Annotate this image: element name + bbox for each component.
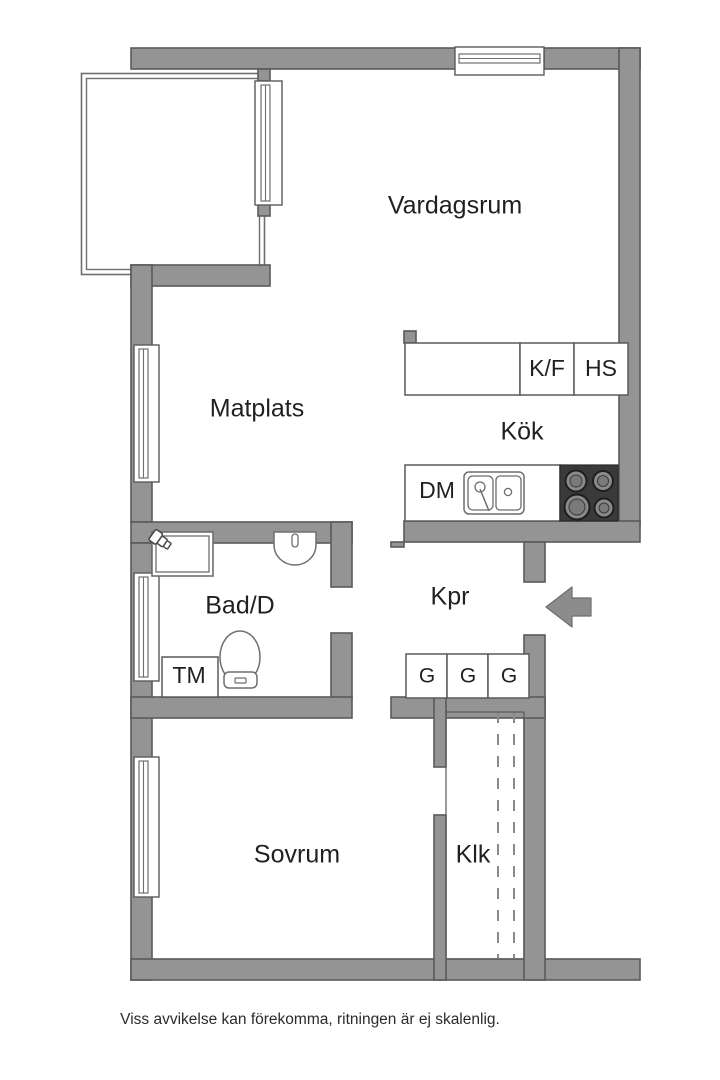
appliance-label-dm: DM (419, 477, 455, 503)
window-icon (454, 46, 545, 76)
shower-icon (148, 528, 214, 577)
wall-structure (130, 47, 641, 981)
appliance-label-tm: TM (172, 662, 205, 688)
room-label-klk: Klk (456, 841, 491, 869)
room-label-kpr: Kpr (431, 583, 470, 611)
arrow-left-icon (545, 586, 592, 628)
appliance-label-kf: K/F (529, 355, 565, 381)
appliance-label-wardrobe-3: G (501, 665, 517, 688)
window-icon (254, 80, 283, 206)
kitchen-upper-cabinets (404, 342, 629, 396)
toilet-icon (219, 630, 261, 689)
dishwasher-unit (573, 342, 629, 396)
balcony-icon (80, 72, 266, 276)
room-label-kok: Kök (500, 418, 544, 446)
kitchen-sink-icon (463, 471, 525, 515)
appliance-label-wardrobe-1: G (419, 665, 435, 688)
room-label-vardagsrum: Vardagsrum (388, 192, 522, 220)
room-label-sovrum: Sovrum (254, 841, 340, 869)
washbasin-icon (273, 531, 317, 566)
kitchen-lower-counter (404, 464, 619, 522)
window-icon (133, 344, 160, 483)
wardrobe-row (405, 653, 530, 699)
room-label-matplats: Matplats (210, 395, 304, 423)
room-label-bad-d: Bad/D (205, 592, 274, 620)
closet-shelf-icon (497, 712, 515, 958)
disclaimer-caption: Viss avvikelse kan förekomma, ritningen … (120, 1011, 500, 1028)
stove-burners (563, 469, 615, 521)
appliance-label-wardrobe-2: G (460, 665, 476, 688)
window-icon (133, 572, 160, 682)
window-icon (133, 756, 160, 898)
appliance-label-hs: HS (585, 355, 617, 381)
washing-machine-unit (161, 656, 219, 698)
klk-outline (445, 711, 525, 960)
